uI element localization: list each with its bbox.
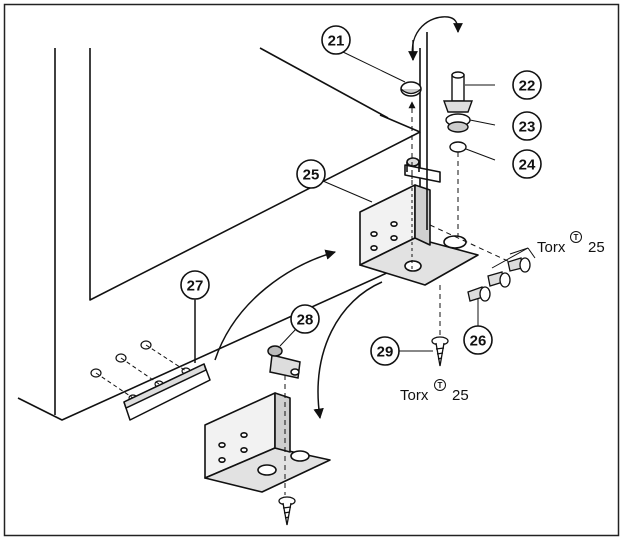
move-arrow-to-bottom <box>313 281 383 420</box>
machine-screw-upper <box>507 257 531 273</box>
torx-label-lower: Torx T 25 <box>400 379 469 404</box>
callout-26: 26 <box>463 325 493 355</box>
door-hole-guides <box>95 344 187 399</box>
callout-27-label: 27 <box>187 278 204 295</box>
callout-21-label: 21 <box>328 33 345 50</box>
wood-screw-part-29 <box>431 336 449 367</box>
hinge-pin-part-28 <box>267 345 301 379</box>
image-frame <box>3 3 620 537</box>
torx-label-upper-text: Torx <box>537 239 566 256</box>
callout-22: 22 <box>512 70 542 100</box>
hinge-pin-part-22 <box>443 71 473 113</box>
torx-label-lower-text: Torx <box>400 387 429 404</box>
callout-26-label: 26 <box>470 333 487 350</box>
callout-24: 24 <box>512 149 542 179</box>
callout-29-label: 29 <box>377 344 394 361</box>
callout-22-label: 22 <box>519 78 536 95</box>
callout-23-label: 23 <box>519 119 536 136</box>
machine-screw-middle <box>487 271 511 288</box>
machine-screw-guide <box>429 224 511 263</box>
callout-28: 28 <box>290 304 320 334</box>
cap-part-21-rim <box>400 88 422 95</box>
callout-29: 29 <box>370 336 400 366</box>
bottom-hinge-bracket <box>204 392 331 493</box>
torx-label-lower-mark: T <box>438 381 443 390</box>
torx-label-upper: Torx T 25 <box>537 231 605 256</box>
bushing-part-23 <box>445 113 471 133</box>
top-hinge-bracket-part-25 <box>359 157 479 286</box>
bottom-screw <box>278 496 296 526</box>
cover-strip-part-27 <box>123 300 211 421</box>
torx-label-upper-mark: T <box>574 233 579 242</box>
callout-24-label: 24 <box>519 157 536 174</box>
callout-27: 27 <box>180 270 210 300</box>
torx-label-lower-size: 25 <box>452 387 469 404</box>
leader-lines <box>194 51 536 352</box>
torx-label-upper-size: 25 <box>588 239 605 256</box>
swap-arrow-loop <box>411 16 463 61</box>
callout-25-label: 25 <box>303 167 320 184</box>
callout-25: 25 <box>296 159 326 189</box>
washer-part-24 <box>449 141 467 153</box>
machine-screw-lower <box>467 286 491 302</box>
callout-28-label: 28 <box>297 312 314 329</box>
callout-23: 23 <box>512 111 542 141</box>
callout-21: 21 <box>321 25 351 55</box>
move-arrow-to-top <box>214 249 337 361</box>
